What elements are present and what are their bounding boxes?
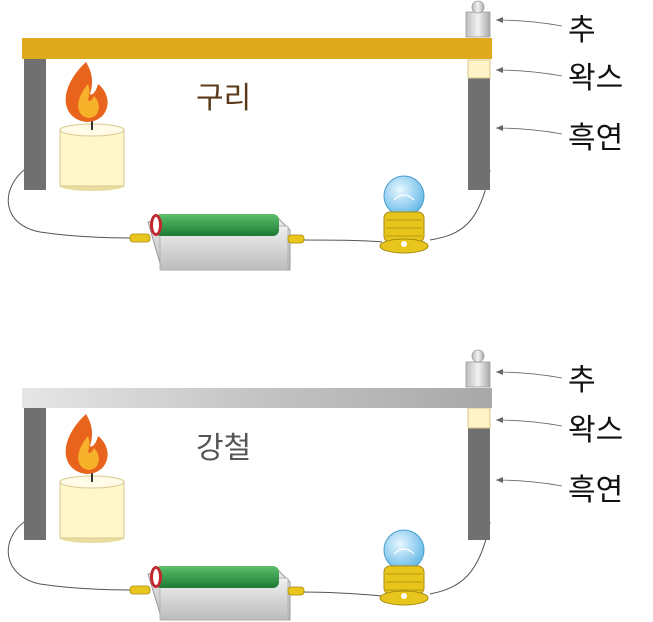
wax-label: 왁스 bbox=[568, 61, 623, 96]
graphite-label: 흑연 bbox=[568, 473, 623, 508]
panel-steel: 강철 추 왁스 흑연 bbox=[7, 349, 623, 621]
wire bbox=[7, 521, 141, 591]
weight-label: 추 bbox=[568, 13, 596, 48]
wire bbox=[7, 169, 141, 239]
panel-copper: 구리 추 왁스 흑연 bbox=[7, 0, 623, 271]
metal-rod bbox=[22, 388, 492, 408]
left-support bbox=[24, 408, 46, 540]
candle-icon bbox=[59, 464, 125, 543]
weight-icon bbox=[465, 0, 491, 38]
metal-name: 구리 bbox=[196, 81, 251, 116]
graphite-label-arrow bbox=[495, 127, 563, 135]
battery-icon bbox=[129, 566, 305, 621]
weight-label-arrow bbox=[495, 19, 563, 27]
flame-icon bbox=[65, 62, 108, 122]
wax-block bbox=[467, 59, 491, 79]
wax-block bbox=[467, 407, 491, 429]
wire bbox=[299, 591, 383, 597]
wire bbox=[299, 239, 383, 243]
bulb-icon bbox=[379, 175, 429, 254]
battery-icon bbox=[129, 214, 305, 271]
left-support bbox=[24, 58, 46, 190]
metal-rod bbox=[22, 38, 492, 59]
metal-name: 강철 bbox=[196, 431, 251, 466]
weight-label-arrow bbox=[495, 371, 563, 379]
graphite-support bbox=[468, 428, 490, 540]
weight-label: 추 bbox=[568, 363, 596, 398]
candle-icon bbox=[59, 112, 125, 191]
wax-label-arrow bbox=[495, 419, 563, 427]
flame-icon bbox=[65, 414, 108, 474]
bulb-icon bbox=[379, 529, 429, 606]
graphite-label-arrow bbox=[495, 479, 563, 487]
weight-icon bbox=[465, 349, 491, 388]
wax-label: 왁스 bbox=[568, 413, 623, 448]
wax-label-arrow bbox=[495, 69, 563, 77]
graphite-label: 흑연 bbox=[568, 121, 623, 156]
graphite-support bbox=[468, 78, 490, 190]
